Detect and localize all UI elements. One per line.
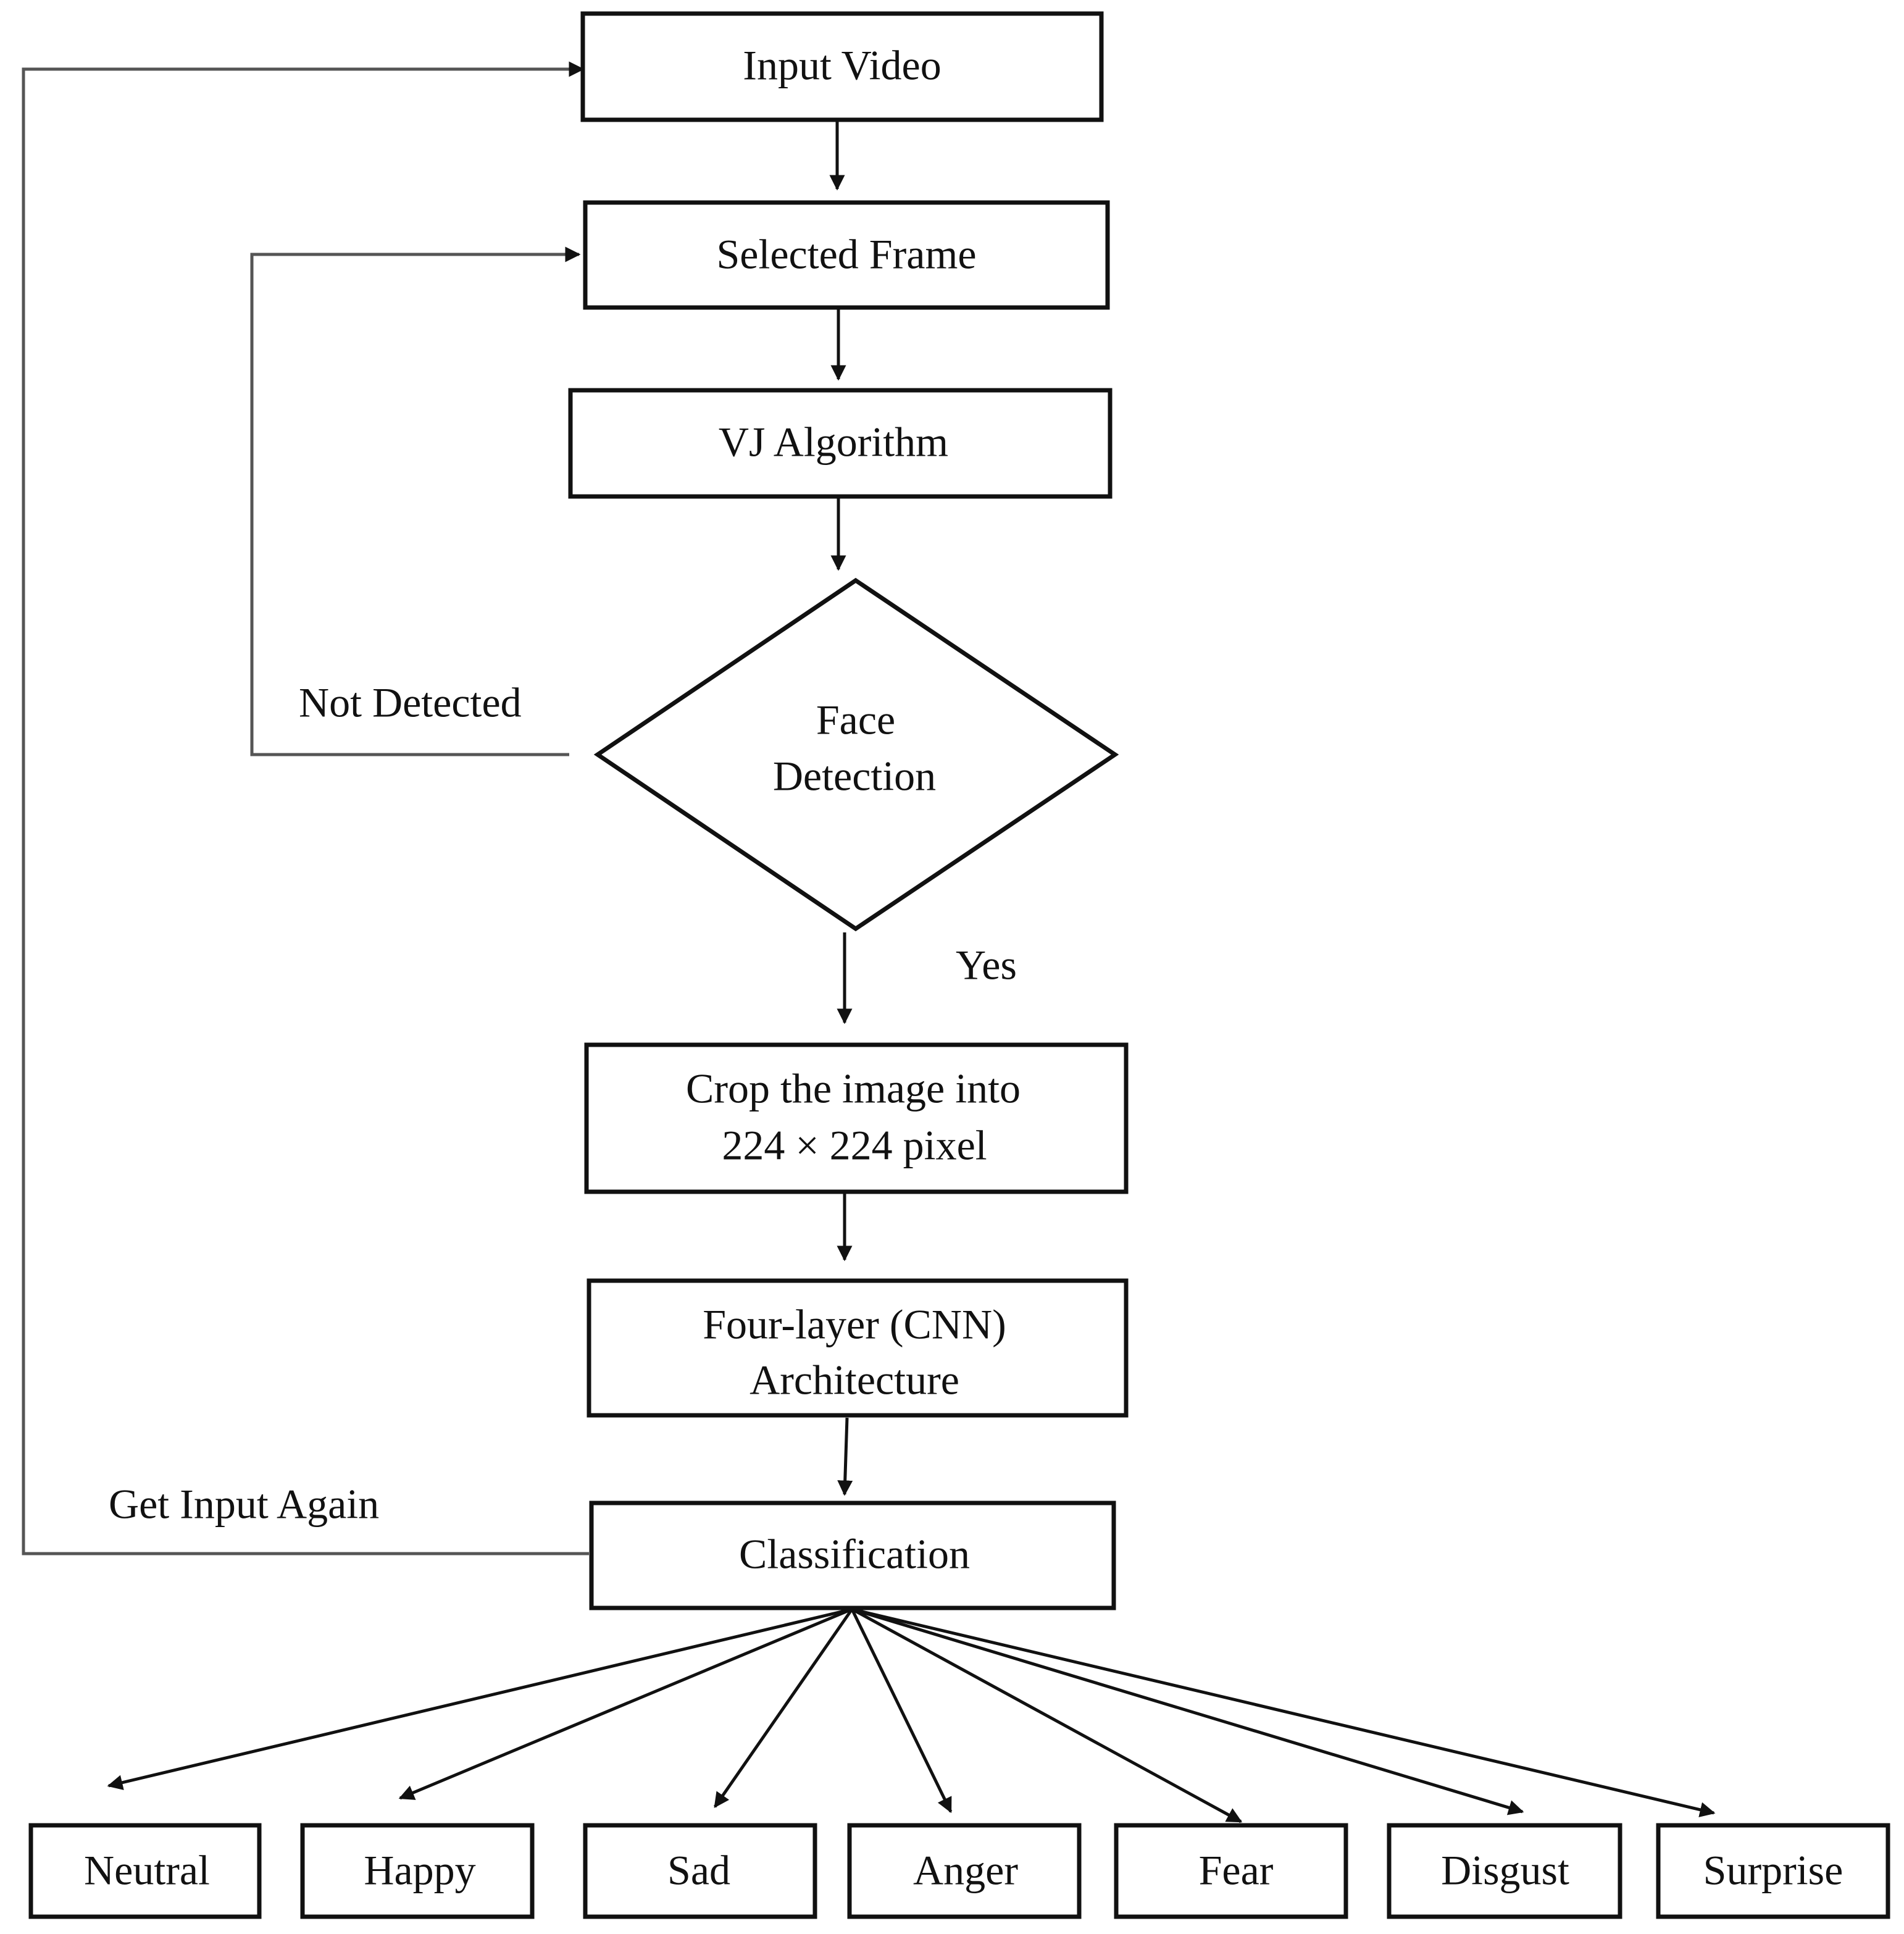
node-classification: Classification [589,1501,1116,1610]
class-label-fear: Fear [1199,1847,1274,1894]
arrow-to-fear [851,1607,1243,1823]
cnn-label-line2: Architecture [749,1357,959,1404]
vj-algorithm-label: VJ Algorithm [719,419,948,466]
node-crop-image: Crop the image into 224 × 224 pixel [584,1042,1129,1194]
node-vj-algorithm: VJ Algorithm [568,388,1113,499]
class-box-surprise: Surprise [1656,1823,1890,1919]
input-video-label: Input Video [743,42,941,89]
class-label-happy: Happy [364,1847,475,1894]
class-box-sad: Sad [583,1823,817,1919]
class-box-fear: Fear [1114,1823,1348,1919]
class-label-disgust: Disgust [1441,1847,1569,1894]
classification-label: Classification [739,1531,970,1578]
node-input-video: Input Video [580,11,1104,122]
arrow-to-neutral [107,1607,853,1790]
loop-not-detected [250,246,581,756]
class-label-surprise: Surprise [1703,1847,1843,1894]
class-label-anger: Anger [913,1847,1018,1894]
connectors [22,61,1716,1823]
arrow-to-surprise [851,1607,1716,1817]
class-label-neutral: Neutral [84,1847,210,1894]
not-detected-label: Not Detected [299,679,522,726]
loop-get-input-again [22,61,589,1555]
face-detection-label-line1: Face [816,697,895,743]
arrow-to-disgust [851,1607,1524,1815]
class-label-sad: Sad [667,1847,730,1894]
crop-image-label-line2: 224 × 224 pixel [722,1122,987,1169]
class-box-disgust: Disgust [1387,1823,1622,1919]
node-face-detection: Face Detection [593,577,1119,932]
face-detection-label-line2: Detection [773,753,936,800]
cnn-label-line1: Four-layer (CNN) [703,1301,1006,1348]
class-box-neutral: Neutral [28,1823,262,1919]
crop-image-label-line1: Crop the image into [686,1065,1021,1112]
arrow-to-sad [713,1608,854,1809]
class-box-happy: Happy [300,1823,535,1919]
node-selected-frame: Selected Frame [583,200,1110,310]
arrow-cnn-to-classification [837,1417,853,1496]
yes-label: Yes [956,942,1017,989]
node-cnn-architecture: Four-layer (CNN) Architecture [587,1278,1129,1418]
get-input-again-label: Get Input Again [109,1481,379,1528]
class-box-anger: Anger [847,1823,1082,1919]
selected-frame-label: Selected Frame [716,231,976,278]
arrow-to-anger [850,1608,953,1814]
arrow-to-happy [398,1607,853,1800]
